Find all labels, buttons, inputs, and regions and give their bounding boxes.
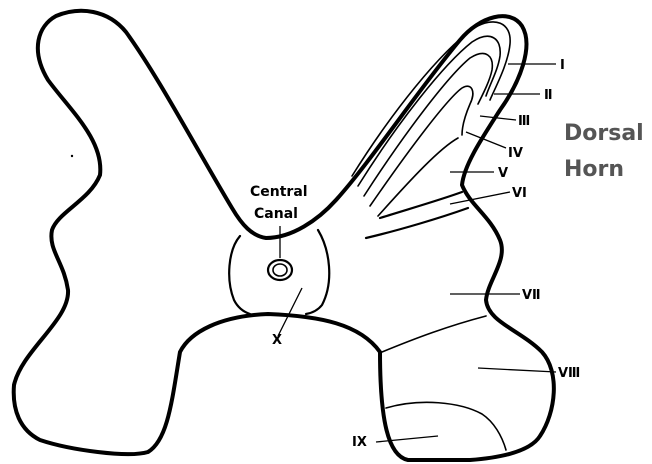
leader-viii [478,368,556,372]
lamina-ii-boundary [358,36,500,186]
label-lamina-iv: IV [508,146,523,161]
label-lamina-ii: Ⅱ [544,88,553,103]
central-canal-lumen [273,264,287,276]
dorsal-horn-label-line2: Horn [564,157,624,182]
label-lamina-vii: VⅡ [522,288,541,303]
central-canal-label-line2: Canal [254,206,298,222]
label-lamina-iii: Ⅲ [518,114,530,129]
central-canal-label-line1: Central [250,184,308,200]
lamina-ix-boundary [386,402,506,450]
lamina-x-boundary [229,236,250,314]
label-lamina-v: V [498,166,508,181]
leader-x [278,288,302,336]
label-lamina-vi: VI [512,186,527,201]
label-lamina-ix: IX [352,435,367,450]
leader-ix [376,436,438,442]
lamina-x-boundary-right [306,230,329,314]
central-canal [268,260,292,280]
label-lamina-viii: VⅢ [558,366,580,381]
lamina-iv-boundary [370,86,473,206]
dorsal-horn-label-line1: Dorsal [564,121,644,146]
label-lamina-i: I [560,58,565,73]
label-lamina-x: X [272,333,282,348]
lamina-vii-viii-boundary [382,316,486,352]
stray-dot [71,155,73,157]
grey-matter-outline [14,11,554,460]
